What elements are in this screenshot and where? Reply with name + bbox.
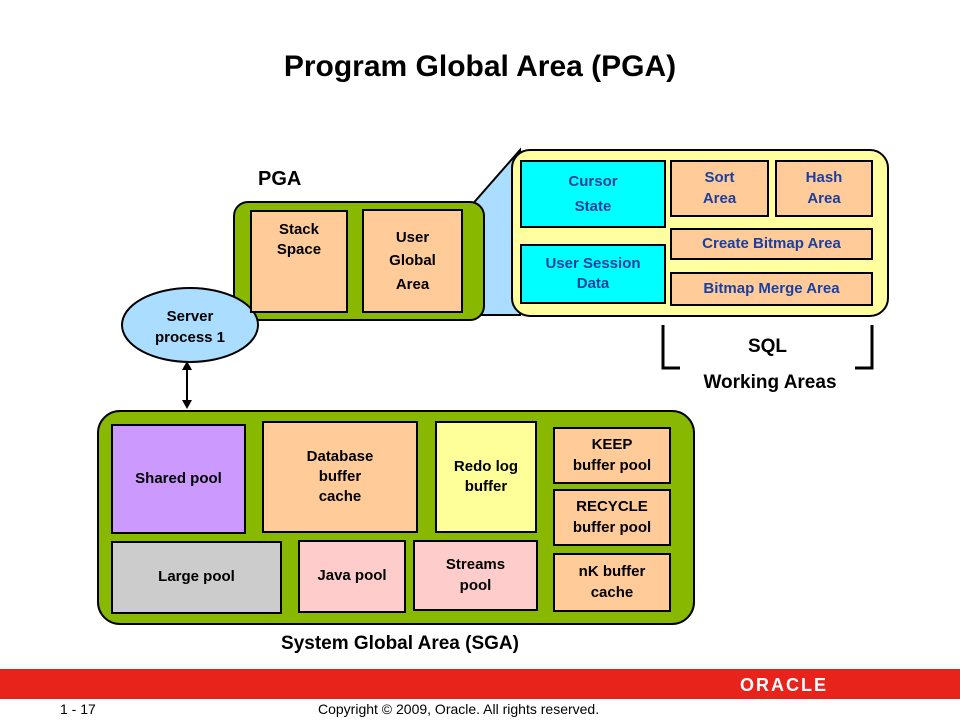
recycle-buffer-pool-box: RECYCLE buffer pool xyxy=(553,489,671,546)
sql-bracket-right xyxy=(855,325,874,370)
oracle-logo: ORACLE xyxy=(740,674,828,695)
stack-space-box: Stack Space xyxy=(250,210,348,313)
shared-pool-box: Shared pool xyxy=(111,424,246,534)
user-session-data-box: User Session Data xyxy=(520,244,666,304)
user-global-area-box: User Global Area xyxy=(362,209,463,313)
server-process-label: Server process 1 xyxy=(154,308,226,346)
working-areas-label: Working Areas xyxy=(703,372,837,393)
nk-buffer-cache-box: nK buffer cache xyxy=(553,553,671,612)
pga-label: PGA xyxy=(258,168,302,190)
create-bitmap-area-box: Create Bitmap Area xyxy=(670,228,873,260)
sort-area-box: Sort Area xyxy=(670,160,769,217)
page-title: Program Global Area (PGA) xyxy=(283,50,677,83)
copyright-text: Copyright © 2009, Oracle. All rights res… xyxy=(318,701,600,717)
keep-buffer-pool-box: KEEP buffer pool xyxy=(553,427,671,484)
server-process-ellipse xyxy=(121,287,259,363)
java-pool-box: Java pool xyxy=(298,540,406,613)
page-number: 1 - 17 xyxy=(60,701,96,717)
arrow-head-up xyxy=(182,361,192,370)
large-pool-box: Large pool xyxy=(111,541,282,614)
hash-area-box: Hash Area xyxy=(775,160,873,217)
streams-pool-box: Streams pool xyxy=(413,540,538,611)
arrow-head-down xyxy=(182,400,192,409)
database-buffer-cache-box: Database buffer cache xyxy=(262,421,418,533)
sql-label: SQL xyxy=(747,336,788,357)
cursor-state-box: Cursor State xyxy=(520,160,666,228)
redo-log-buffer-box: Redo log buffer xyxy=(435,421,537,533)
bitmap-merge-area-box: Bitmap Merge Area xyxy=(670,272,873,306)
sql-bracket-left xyxy=(661,325,680,370)
footer-bar xyxy=(0,669,960,699)
sga-label: System Global Area (SGA) xyxy=(281,633,519,654)
